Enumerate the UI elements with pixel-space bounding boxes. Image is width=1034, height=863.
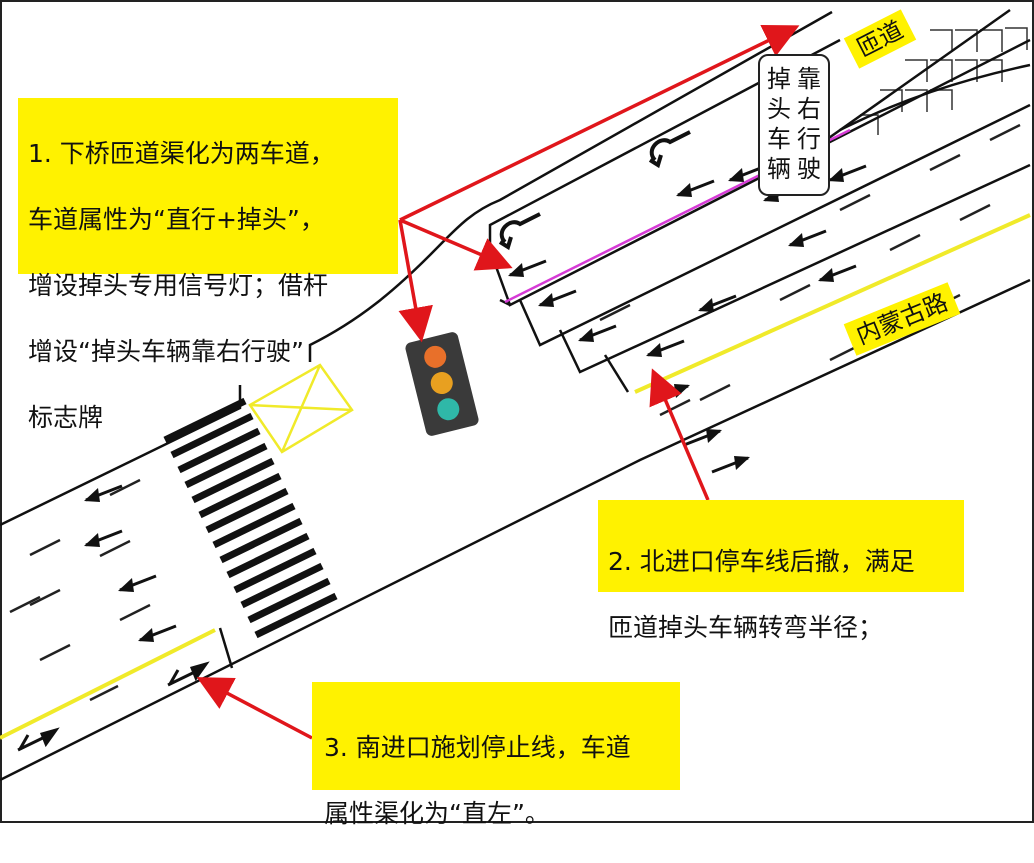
note-2-line: 匝道掉头车辆转弯半径； [608, 613, 884, 642]
note-3-line: 属性渠化为“直左”。 [324, 799, 550, 828]
straight-arrow-icon [674, 179, 716, 199]
sign-column: 靠 右 行 驶 [794, 64, 824, 194]
straight-arrow-icon [82, 484, 124, 504]
no-stopping-box-icon [248, 363, 354, 454]
sign-char: 驶 [797, 155, 821, 183]
note-1-line: 增设“掉头车辆靠右行驶” [28, 337, 304, 366]
sign-char: 靠 [797, 65, 821, 93]
callout-arrows [196, 24, 800, 740]
straight-arrow-icon [116, 574, 158, 594]
straight-arrow-icon [786, 229, 828, 249]
crosswalk [163, 397, 338, 639]
straight-arrow-icon [576, 324, 618, 344]
callout-note-2: 2. 北进口停车线后撤，满足 匝道掉头车辆转弯半径； [598, 500, 964, 642]
note-1-line: 1. 下桥匝道渠化为两车道， [28, 139, 335, 168]
straight-left-arrow-icon [17, 661, 210, 752]
straight-arrow-icon [826, 164, 868, 184]
note-1-line: 标志牌 [28, 403, 104, 432]
sign-column: 掉 头 车 辆 [764, 64, 794, 194]
straight-arrow-icon [710, 454, 752, 474]
straight-arrow-icon [506, 259, 548, 279]
sign-char: 头 [767, 95, 791, 123]
u-turn-arrow-icon [498, 130, 691, 251]
sign-char: 掉 [767, 65, 791, 93]
straight-arrow-icon [816, 264, 858, 284]
callout-note-3: 3. 南进口施划停止线，车道 属性渠化为“直左”。 [312, 682, 680, 828]
intersection-diagram [0, 0, 1034, 823]
straight-arrow-icon [536, 289, 578, 309]
sign-char: 辆 [767, 155, 791, 183]
traffic-signal-icon [405, 332, 479, 436]
u-turn-keep-right-sign: 靠 右 行 驶 掉 头 车 辆 [758, 54, 830, 196]
road-edges [0, 278, 1031, 782]
yellow-center-lines [0, 213, 1031, 740]
note-1-line: 增设掉头专用信号灯；借杆 [28, 271, 329, 300]
frame-border [0, 0, 1034, 823]
straight-arrow-icon [136, 624, 178, 644]
note-2-line: 2. 北进口停车线后撤，满足 [608, 547, 915, 576]
note-1-line: 车道属性为“直行+掉头”， [28, 205, 325, 234]
sign-char: 车 [767, 125, 791, 153]
sign-char: 右 [797, 95, 821, 123]
straight-arrow-icon [644, 339, 686, 359]
note-3-line: 3. 南进口施划停止线，车道 [324, 733, 631, 762]
straight-arrow-icon [82, 529, 124, 549]
sign-char: 行 [797, 125, 821, 153]
callout-note-1: 1. 下桥匝道渠化为两车道， 车道属性为“直行+掉头”， 增设掉头专用信号灯；借… [18, 98, 398, 432]
